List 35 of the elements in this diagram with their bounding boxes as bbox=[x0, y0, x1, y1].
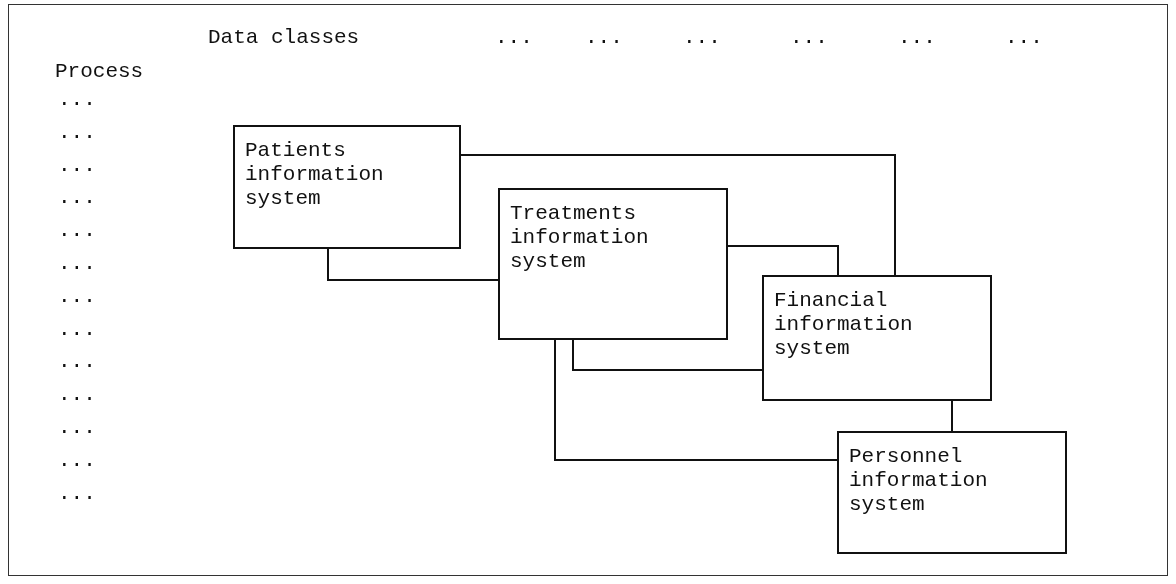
system-box bbox=[762, 275, 992, 401]
ellipsis-label: ... bbox=[58, 383, 96, 408]
ellipsis-label: ... bbox=[898, 26, 936, 50]
box-label: Treatments information system bbox=[510, 202, 650, 274]
ellipsis-label: ... bbox=[58, 317, 96, 342]
ellipsis-label: ... bbox=[58, 350, 96, 375]
box-label: Personnel information system bbox=[849, 445, 989, 517]
ellipsis-label: ... bbox=[585, 26, 623, 50]
ellipsis-label: ... bbox=[58, 153, 96, 178]
ellipsis-label: ... bbox=[58, 448, 96, 473]
ellipsis-label: ... bbox=[58, 186, 96, 211]
ellipsis-label: ... bbox=[58, 284, 96, 309]
connector-line bbox=[727, 245, 839, 276]
system-box bbox=[837, 431, 1067, 554]
ellipsis-label: ... bbox=[58, 481, 96, 506]
system-box bbox=[498, 188, 728, 340]
ellipsis-label: ... bbox=[58, 120, 96, 145]
ellipsis-label: ... bbox=[58, 88, 96, 112]
connector-line bbox=[572, 339, 763, 371]
system-box bbox=[233, 125, 461, 249]
ellipsis-label: ... bbox=[58, 416, 96, 440]
connector-line bbox=[554, 339, 838, 461]
ellipsis-label: ... bbox=[58, 219, 96, 244]
box-label: Patients information system bbox=[245, 139, 385, 211]
connector-line bbox=[460, 154, 896, 276]
ellipsis-label: ... bbox=[495, 26, 533, 50]
ellipsis-label: ... bbox=[683, 26, 721, 50]
ellipsis-label: ... bbox=[790, 26, 828, 50]
axis-label: Process bbox=[55, 60, 144, 84]
ellipsis-label: ... bbox=[1005, 26, 1043, 50]
box-label: Financial information system bbox=[774, 289, 914, 361]
connector-line bbox=[951, 400, 953, 432]
axis-label: Data classes bbox=[208, 26, 360, 50]
ellipsis-label: ... bbox=[58, 252, 96, 276]
connector-line bbox=[327, 248, 499, 281]
